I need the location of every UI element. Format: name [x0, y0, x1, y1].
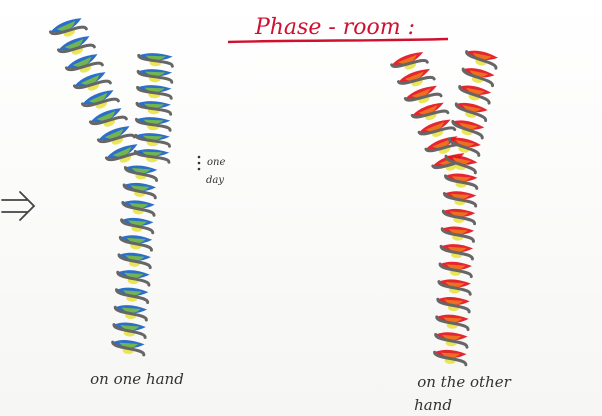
- note-dot: [198, 168, 201, 171]
- side-note-line2: day: [206, 175, 224, 186]
- page-title: Phase - room :: [254, 15, 415, 40]
- left-caption: on one hand: [90, 370, 184, 388]
- note-dot: [198, 162, 201, 165]
- right-caption-line2: hand: [414, 396, 452, 414]
- right-caption-line1: on the other: [417, 373, 511, 391]
- title-group: Phase - room :: [228, 15, 448, 42]
- note-dot: [198, 156, 201, 159]
- side-note-line1: one: [207, 157, 225, 168]
